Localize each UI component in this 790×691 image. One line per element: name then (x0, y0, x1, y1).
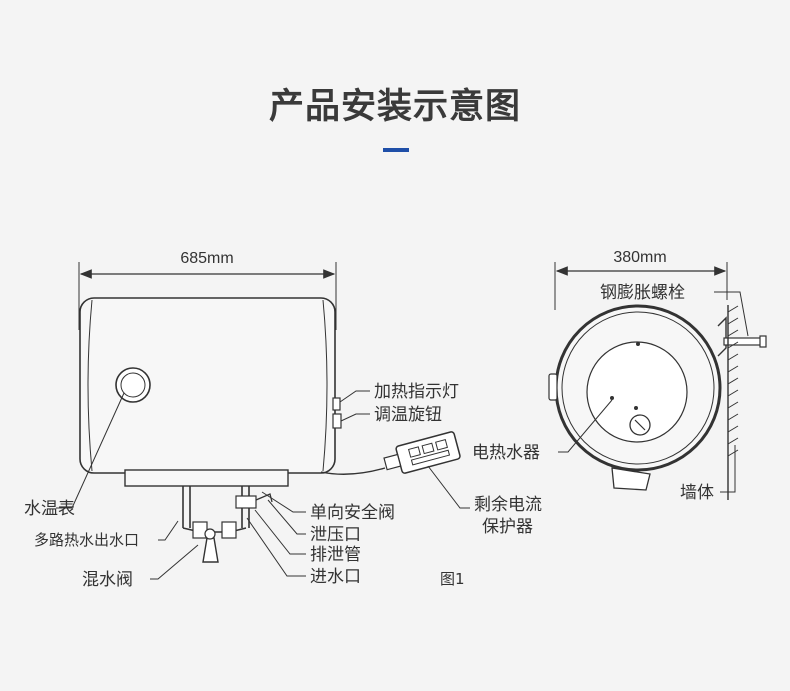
power-cable (320, 467, 386, 475)
side-front-panel (586, 341, 688, 443)
label-heating-indicator: 加热指示灯 (374, 382, 459, 402)
wall-hatching (727, 305, 739, 457)
leader-bolt (714, 291, 749, 337)
label-wall: 墙体 (680, 483, 714, 503)
leader-mixing-valve (150, 544, 199, 580)
label-thermometer: 水温表 (24, 499, 75, 519)
rcd-plug (383, 431, 461, 474)
mixing-valve-knob (204, 528, 216, 540)
label-mixing-valve: 混水阀 (82, 570, 133, 590)
side-panel-dot (610, 396, 614, 400)
safety-valve (235, 495, 257, 509)
label-rcd-line1: 剩余电流 (474, 495, 542, 515)
label-heater: 电热水器 (472, 443, 540, 463)
leader-rcd (427, 465, 470, 509)
label-inlet: 进水口 (310, 567, 361, 587)
side-panel-dot-2 (634, 406, 638, 410)
expansion-bolt (723, 337, 765, 346)
label-temp-knob: 调温旋钮 (374, 405, 442, 425)
label-rcd-line2: 保护器 (482, 517, 533, 537)
front-view: 685mm (24, 250, 542, 590)
bolt-nut (759, 335, 767, 348)
label-bolt: 钢膨胀螺栓 (600, 283, 685, 303)
side-left-tab (548, 373, 558, 401)
leader-multi-outlet (158, 520, 179, 541)
temp-knob (332, 413, 342, 429)
tank-base (124, 469, 289, 487)
side-tank-inner-ring (561, 311, 715, 465)
label-drain-pipe: 排泄管 (310, 545, 361, 565)
title-accent-bar (383, 148, 409, 152)
thermometer-inner-ring (120, 372, 146, 398)
leader-inlet (246, 517, 306, 577)
tank-right-cap-line (322, 299, 328, 472)
leader-temp-knob (340, 413, 370, 422)
tank-left-cap-line (87, 299, 93, 472)
side-base-foot (611, 467, 651, 491)
leader-drain-pipe (254, 509, 306, 555)
relief-outlet (255, 493, 273, 503)
leader-heating-indicator (339, 390, 370, 403)
label-safety-valve: 单向安全阀 (310, 503, 395, 523)
width-dimension-label: 685mm (180, 250, 233, 267)
side-indicator-dot (636, 342, 640, 346)
page-title: 产品安装示意图 (268, 87, 521, 127)
leader-relief-outlet (267, 499, 306, 535)
heating-indicator-light (332, 397, 341, 411)
figure-caption: 图1 (440, 570, 465, 588)
leader-heater (558, 399, 613, 453)
leader-safety-valve (261, 491, 306, 513)
mixing-fitting-right (221, 521, 237, 539)
side-view: 380mm (472, 249, 767, 503)
side-knob-mark (634, 419, 646, 431)
leader-thermometer (56, 392, 125, 509)
leader-wall (720, 445, 736, 493)
label-relief-outlet: 泄压口 (310, 525, 361, 545)
wall-bracket (717, 316, 727, 357)
label-multi-outlet: 多路热水出水口 (34, 531, 139, 549)
mixing-valve (202, 537, 219, 563)
depth-dimension-label: 380mm (613, 249, 666, 266)
